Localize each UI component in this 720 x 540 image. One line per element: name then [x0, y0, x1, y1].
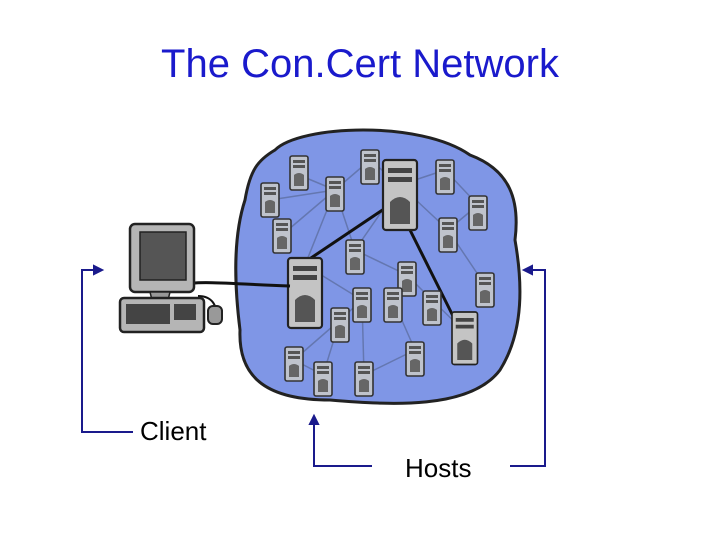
- server-icon: [286, 256, 324, 330]
- server-icon: [352, 287, 372, 323]
- hosts-label: Hosts: [405, 453, 472, 483]
- host-cloud: [234, 128, 522, 405]
- active-links: [304, 203, 457, 321]
- server-icon: [330, 307, 350, 343]
- computer-icon: [118, 222, 291, 334]
- server-icon: [260, 182, 280, 218]
- slide-title: The Con.Cert Network: [161, 42, 559, 86]
- server-icon: [284, 346, 304, 382]
- server-icon: [313, 361, 333, 397]
- server-icon: [289, 155, 309, 191]
- server-icon: [381, 158, 419, 232]
- server-icon: [422, 290, 442, 326]
- client-label: Client: [140, 416, 207, 446]
- server-icon: [475, 272, 495, 308]
- server-icon: [354, 361, 374, 397]
- server-icon: [272, 218, 292, 254]
- callout-lines: [81, 264, 546, 467]
- server-icon: [451, 311, 479, 366]
- server-icon: [435, 159, 455, 195]
- server-icon: [325, 176, 345, 212]
- server-icon: [383, 287, 403, 323]
- server-icon: [360, 149, 380, 185]
- server-icon: [405, 341, 425, 377]
- server-icon: [468, 195, 488, 231]
- server-icon: [345, 239, 365, 275]
- server-icon: [438, 217, 458, 253]
